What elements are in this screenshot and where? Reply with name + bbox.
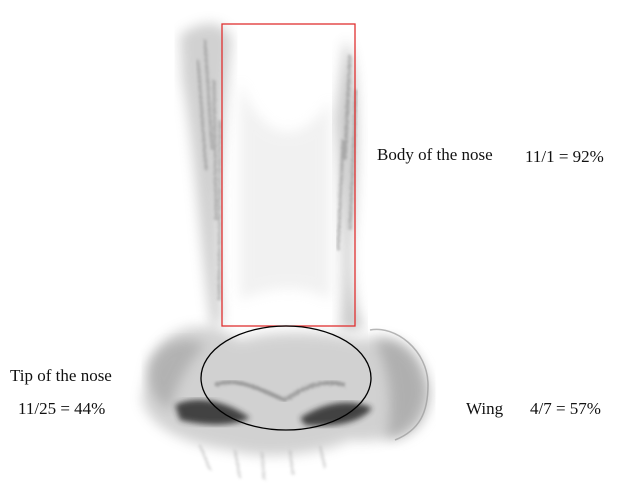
body-region-stat: 11/1 = 92% <box>525 147 604 167</box>
tip-region-stat: 11/25 = 44% <box>18 399 105 419</box>
nose-sketch <box>142 24 430 480</box>
body-region-label: Body of the nose <box>377 145 493 165</box>
wing-region-stat: 4/7 = 57% <box>530 399 601 419</box>
tip-region-label: Tip of the nose <box>10 366 112 386</box>
wing-region-label: Wing <box>466 399 503 419</box>
